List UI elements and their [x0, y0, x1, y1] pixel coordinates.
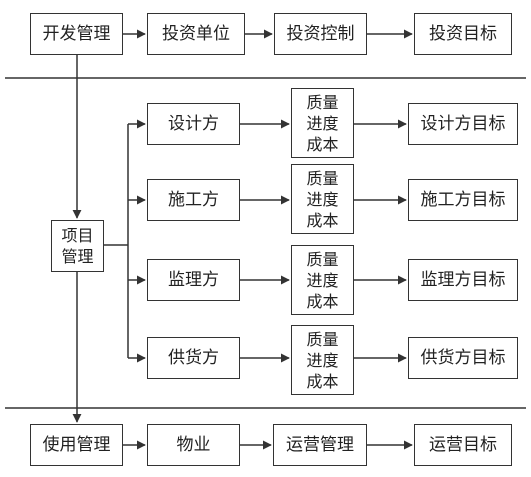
- node-jianli-fang: 监理方: [147, 259, 240, 301]
- zhiliang-label: 质量: [306, 92, 339, 112]
- zhiliang-label: 质量: [306, 329, 339, 349]
- xiangmu-line-1: 项目: [61, 226, 94, 245]
- node-wuye: 物业: [147, 424, 240, 466]
- node-shigong-fang-mubiao: 施工方目标: [408, 179, 518, 221]
- node-sheji-fang-mubiao: 设计方目标: [408, 103, 518, 145]
- zhiliang-label: 质量: [306, 249, 339, 269]
- node-zhiliang-jindu-chengben-4: 质量 进度 成本: [291, 325, 354, 395]
- jindu-label: 进度: [306, 350, 339, 370]
- node-touzi-kongzhi: 投资控制: [274, 13, 367, 55]
- node-kaifa-guanli: 开发管理: [30, 13, 123, 55]
- chengben-label: 成本: [306, 291, 339, 311]
- node-zhiliang-jindu-chengben-2: 质量 进度 成本: [291, 164, 354, 234]
- node-touzi-danwei: 投资单位: [147, 13, 245, 55]
- zhiliang-label: 质量: [306, 168, 339, 188]
- node-zhiliang-jindu-chengben-3: 质量 进度 成本: [291, 245, 354, 315]
- node-gonghuo-fang-mubiao: 供货方目标: [408, 337, 518, 379]
- node-shiyong-guanli: 使用管理: [30, 424, 123, 466]
- node-touzi-mubiao: 投资目标: [414, 13, 512, 55]
- node-gonghuo-fang: 供货方: [147, 337, 240, 379]
- node-jianli-fang-mubiao: 监理方目标: [408, 259, 518, 301]
- jindu-label: 进度: [306, 189, 339, 209]
- node-yunying-mubiao: 运营目标: [414, 424, 512, 466]
- chengben-label: 成本: [306, 134, 339, 154]
- node-sheji-fang: 设计方: [147, 103, 240, 145]
- node-xiangmu-guanli: 项目 管理: [51, 220, 104, 272]
- jindu-label: 进度: [306, 270, 339, 290]
- node-shigong-fang: 施工方: [147, 179, 240, 221]
- jindu-label: 进度: [306, 113, 339, 133]
- node-zhiliang-jindu-chengben-1: 质量 进度 成本: [291, 88, 354, 158]
- xiangmu-line-2: 管理: [61, 247, 94, 266]
- chengben-label: 成本: [306, 371, 339, 391]
- chengben-label: 成本: [306, 210, 339, 230]
- node-yunying-guanli: 运营管理: [273, 424, 367, 466]
